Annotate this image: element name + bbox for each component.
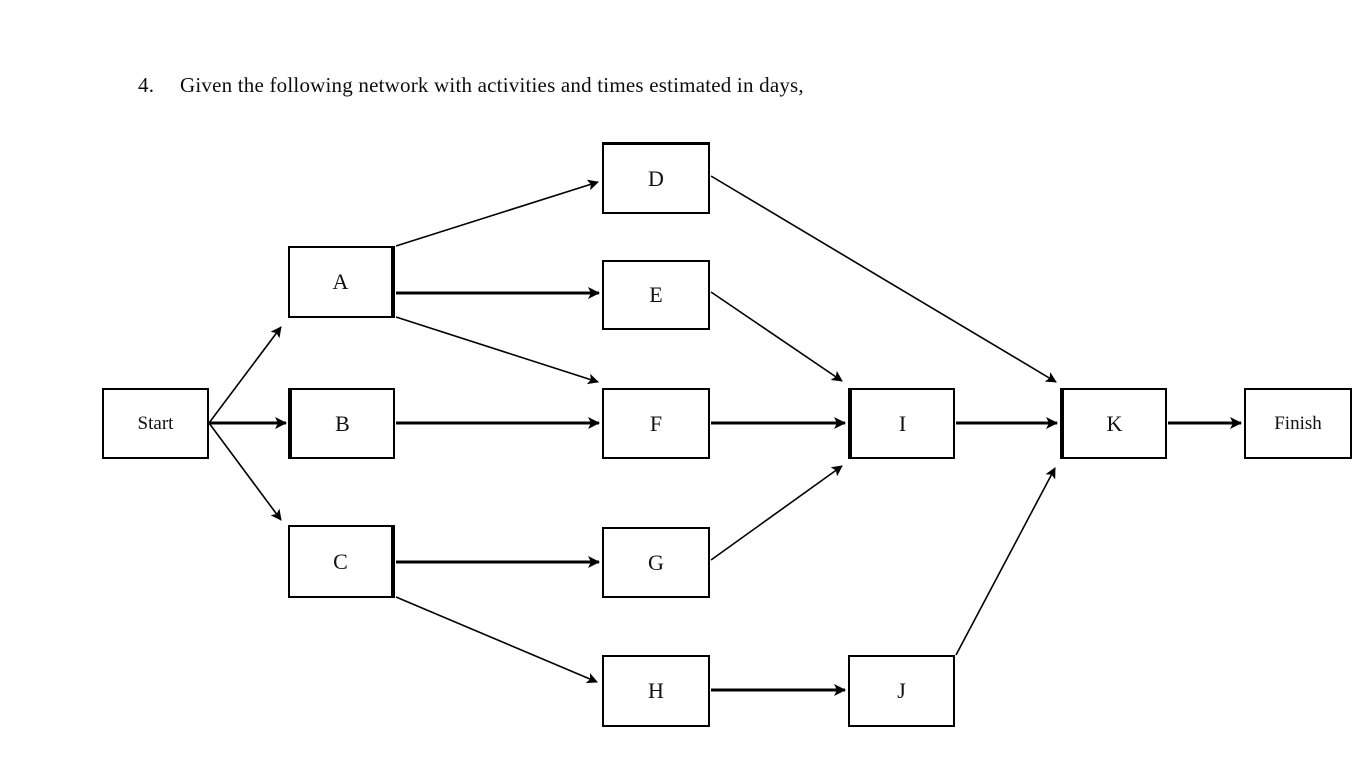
question-text: Given the following network with activit…	[180, 73, 804, 97]
question-heading: 4. Given the following network with activ…	[138, 70, 1138, 100]
node-f-label: F	[649, 410, 663, 436]
node-b-label: B	[335, 410, 350, 436]
node-k[interactable]: K	[1060, 388, 1167, 459]
node-c[interactable]: C	[288, 525, 395, 598]
node-a-label: A	[332, 269, 349, 294]
node-k-label: K	[1106, 410, 1123, 436]
edge-d-k	[710, 175, 1057, 383]
node-finish[interactable]: Finish	[1244, 388, 1352, 459]
node-d-label: D	[648, 165, 664, 191]
edge-start-c	[208, 422, 282, 521]
node-h[interactable]: H	[602, 655, 710, 727]
node-start[interactable]: Start	[102, 388, 209, 459]
node-j-label: J	[897, 678, 906, 703]
edge-j-k	[955, 467, 1056, 656]
node-g[interactable]: G	[602, 527, 710, 598]
node-i[interactable]: I	[848, 388, 955, 459]
edge-c-h	[395, 596, 598, 684]
node-b[interactable]: B	[288, 388, 395, 459]
node-d[interactable]: D	[602, 142, 710, 214]
node-g-label: G	[648, 549, 664, 575]
node-start-label: Start	[137, 412, 174, 434]
node-j[interactable]: J	[848, 655, 955, 727]
node-h-label: H	[648, 678, 664, 703]
edge-a-d	[395, 179, 599, 247]
node-i-label: I	[898, 410, 907, 436]
edge-a-f	[395, 316, 599, 385]
node-finish-label: Finish	[1274, 412, 1322, 434]
edge-e-i	[710, 291, 843, 382]
node-c-label: C	[333, 548, 348, 574]
edge-g-i	[710, 465, 843, 561]
node-f[interactable]: F	[602, 388, 710, 459]
question-number: 4.	[138, 73, 155, 97]
node-e[interactable]: E	[602, 260, 710, 330]
edge-start-a	[208, 326, 282, 424]
node-a[interactable]: A	[288, 246, 395, 318]
node-e-label: E	[649, 282, 663, 307]
